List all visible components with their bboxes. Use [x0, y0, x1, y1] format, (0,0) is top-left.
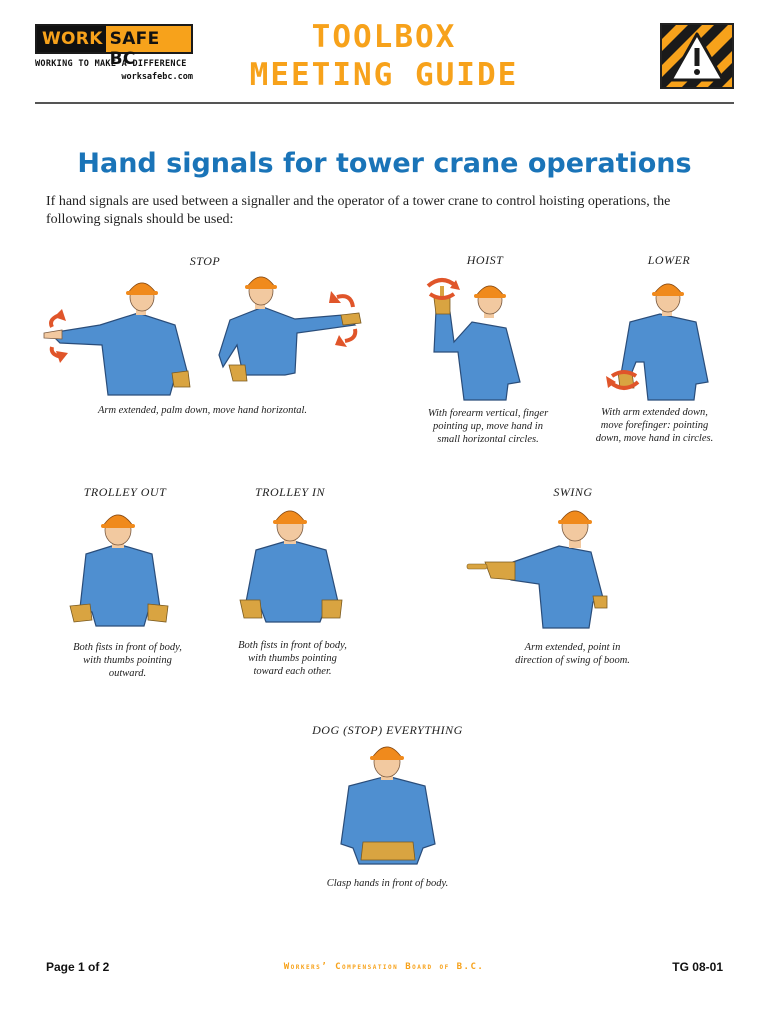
caption-line: move forefinger: pointing [600, 420, 709, 431]
logo-work-text: WORK [37, 26, 106, 52]
trolley-in-figure [232, 506, 352, 631]
logo-wordmark: WORK SAFE BC [35, 24, 193, 69]
header-divider [35, 102, 734, 104]
header-title-line2: MEETING GUIDE [249, 57, 519, 93]
caption-line: with thumbs pointing [83, 655, 172, 666]
signal-caption-lower: With arm extended down, move forefinger:… [582, 406, 727, 445]
caption-line: Arm extended, point in [524, 642, 621, 653]
caption-line: small horizontal circles. [437, 434, 539, 445]
caption-line: direction of swing of boom. [515, 655, 630, 666]
document-title: Hand signals for tower crane operations [77, 148, 692, 179]
caption-line: outward. [108, 668, 147, 679]
signal-label-swing: SWING [553, 485, 593, 499]
caption-line: With arm extended down, [601, 407, 708, 418]
stop-figure-1 [40, 275, 200, 400]
stop-figure-2 [215, 275, 375, 400]
caption-line: with thumbs pointing [248, 653, 337, 664]
swing-figure [465, 504, 625, 634]
signal-caption-swing: Arm extended, point in direction of swin… [495, 641, 650, 667]
signal-caption-trolley-out: Both fists in front of body, with thumbs… [55, 641, 200, 680]
signal-label-lower: LOWER [647, 253, 691, 267]
caption-line: Both fists in front of body, [238, 640, 347, 651]
caption-line: With forearm vertical, finger [427, 408, 549, 419]
header-title-line1: TOOLBOX [311, 19, 457, 55]
hoist-figure [420, 272, 530, 402]
caption-line: Both fists in front of body, [73, 642, 182, 653]
caption-line: pointing up, move hand in [433, 421, 543, 432]
worksafebc-logo: WORK SAFE BC WORKING TO MAKE A DIFFERENC… [35, 24, 193, 82]
signal-label-stop: STOP [189, 254, 221, 268]
signal-caption-hoist: With forearm vertical, finger pointing u… [408, 407, 568, 446]
warning-triangle-icon [660, 23, 734, 89]
signal-caption-stop: Arm extended, palm down, move hand horiz… [97, 405, 308, 416]
page-number: Page 1 of 2 [46, 960, 110, 974]
document-code: TG 08-01 [672, 960, 723, 974]
lower-figure [600, 272, 720, 402]
footer-organization: Workers’ Compensation Board of B.C. [283, 962, 485, 972]
trolley-out-figure [60, 508, 180, 633]
logo-url: worksafebc.com [121, 72, 193, 82]
signal-label-trolley-in: TROLLEY IN [254, 485, 326, 499]
signal-label-trolley-out: TROLLEY OUT [83, 485, 167, 499]
logo-safe-text: SAFE BC [105, 26, 191, 69]
logo-tagline: WORKING TO MAKE A DIFFERENCE [35, 59, 187, 69]
dog-everything-figure [333, 742, 443, 867]
header-title: TOOLBOX MEETING GUIDE [200, 18, 568, 94]
signal-label-hoist: HOIST [466, 253, 504, 267]
signal-caption-trolley-in: Both fists in front of body, with thumbs… [220, 639, 365, 678]
caption-line: toward each other. [253, 666, 332, 677]
caption-line: down, move hand in circles. [595, 433, 714, 444]
signal-caption-dog-everything: Clasp hands in front of body. [326, 878, 449, 889]
signal-label-dog-everything: DOG (STOP) EVERYTHING [312, 723, 463, 737]
intro-paragraph: If hand signals are used between a signa… [46, 194, 671, 227]
